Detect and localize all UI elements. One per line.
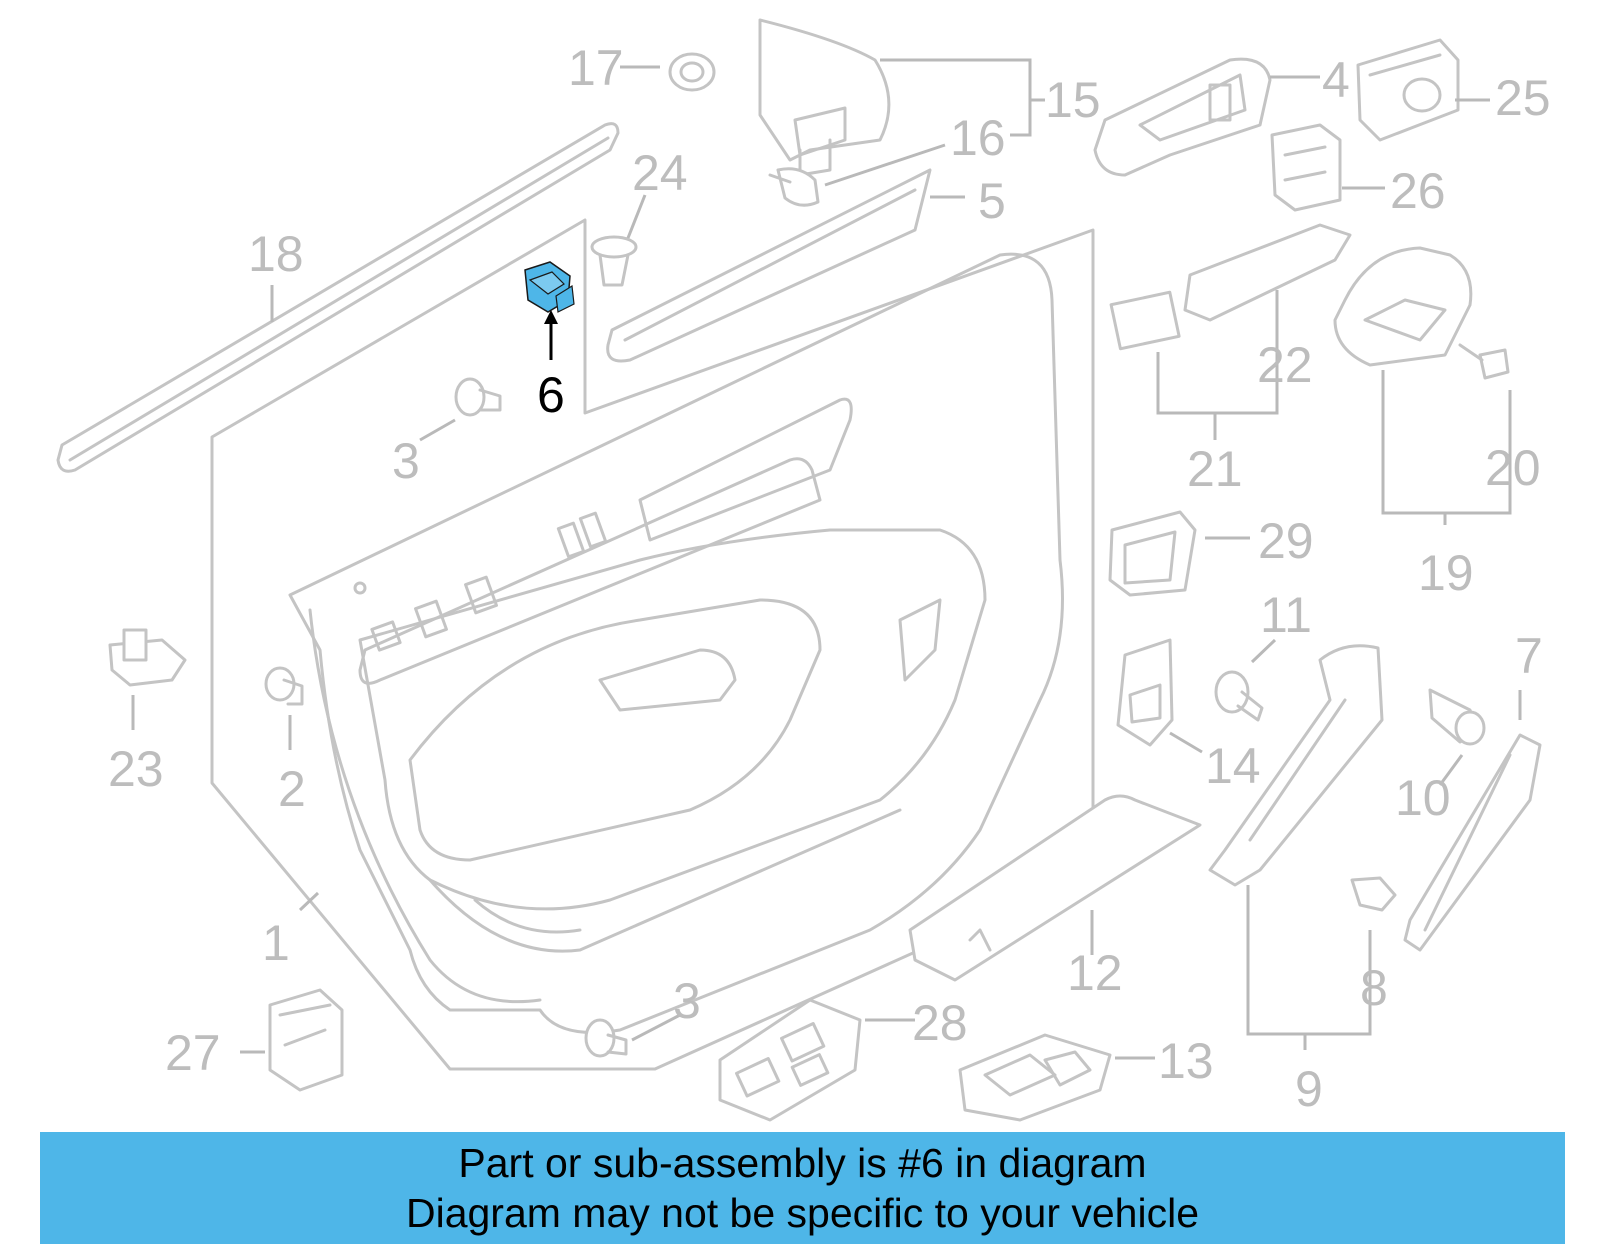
trim-part-22 <box>1109 223 1352 351</box>
arrowhead-part-6 <box>544 310 558 324</box>
lower-trim-part-12 <box>908 794 1202 982</box>
callout-7: 7 <box>1515 628 1543 684</box>
screw-part-11 <box>1214 670 1264 722</box>
clip-part-8 <box>1350 876 1397 912</box>
bracket-part-23 <box>108 628 187 687</box>
callout-23: 23 <box>108 741 164 797</box>
clip-part-3-upper <box>454 377 502 417</box>
callout-25: 25 <box>1495 70 1551 126</box>
callout-6: 6 <box>537 367 565 423</box>
callout-11: 11 <box>1260 587 1312 643</box>
handle-housing-part-19 <box>1333 246 1473 367</box>
callout-26: 26 <box>1390 163 1446 219</box>
callout-18: 18 <box>248 226 304 282</box>
pull-cup-part-13 <box>958 1033 1112 1122</box>
inside-handle-part-4 <box>1093 57 1272 177</box>
callout-28: 28 <box>912 995 968 1051</box>
callout-24: 24 <box>632 145 688 201</box>
highlighted-bracket-part-6 <box>524 261 575 313</box>
clip-part-16 <box>768 167 820 207</box>
bezel-part-14 <box>1116 638 1174 747</box>
callout-10: 10 <box>1395 770 1451 826</box>
callout-3-lower: 3 <box>673 973 701 1029</box>
callout-17: 17 <box>568 40 624 96</box>
callout-numbers: 1 2 3 3 4 5 6 7 8 9 10 11 12 13 14 15 16… <box>108 40 1551 1117</box>
clip-part-2 <box>264 666 304 706</box>
caption-line-2: Diagram may not be specific to your vehi… <box>405 1190 1199 1236</box>
caption-bar: Part or sub-assembly is #6 in diagram Di… <box>40 1132 1565 1244</box>
screw-part-10 <box>1428 688 1486 746</box>
clip-part-3-lower <box>584 1018 628 1058</box>
trim-strip-part-5 <box>606 168 932 363</box>
callout-3-upper: 3 <box>392 433 420 489</box>
callout-16: 16 <box>950 110 1006 166</box>
trim-strip-part-7 <box>1403 733 1542 952</box>
callout-12: 12 <box>1067 945 1123 1001</box>
leader-lines <box>131 58 1522 1060</box>
window-switch-assembly-part-28 <box>718 998 862 1122</box>
switch-part-29 <box>1108 510 1197 597</box>
callout-1: 1 <box>262 915 290 971</box>
push-clip-part-24 <box>590 235 638 287</box>
callout-20: 20 <box>1485 440 1541 496</box>
screw-part-20 <box>1458 343 1510 380</box>
callout-2: 2 <box>278 761 306 817</box>
callout-27: 27 <box>165 1025 221 1081</box>
callout-14: 14 <box>1205 738 1261 794</box>
callout-4: 4 <box>1322 52 1350 108</box>
switch-part-26 <box>1270 123 1342 212</box>
callout-13: 13 <box>1158 1033 1214 1089</box>
callout-15: 15 <box>1045 72 1101 128</box>
callout-29: 29 <box>1258 513 1314 569</box>
handle-bracket-part-9 <box>1208 644 1384 887</box>
door-trim-panel-part-1 <box>210 218 1095 1071</box>
callout-19: 19 <box>1418 545 1474 601</box>
callout-22: 22 <box>1257 337 1313 393</box>
grommet-part-17 <box>668 52 716 92</box>
callout-5: 5 <box>978 173 1006 229</box>
mirror-switch-bezel-part-25 <box>1356 38 1460 142</box>
mirror-cover-part-15 <box>758 18 891 177</box>
belt-weatherstrip-part-18 <box>56 122 620 473</box>
switch-part-27 <box>268 988 344 1092</box>
callout-21: 21 <box>1187 441 1243 497</box>
caption-line-1: Part or sub-assembly is #6 in diagram <box>458 1140 1147 1186</box>
callout-8: 8 <box>1360 960 1388 1016</box>
callout-9: 9 <box>1295 1061 1323 1117</box>
